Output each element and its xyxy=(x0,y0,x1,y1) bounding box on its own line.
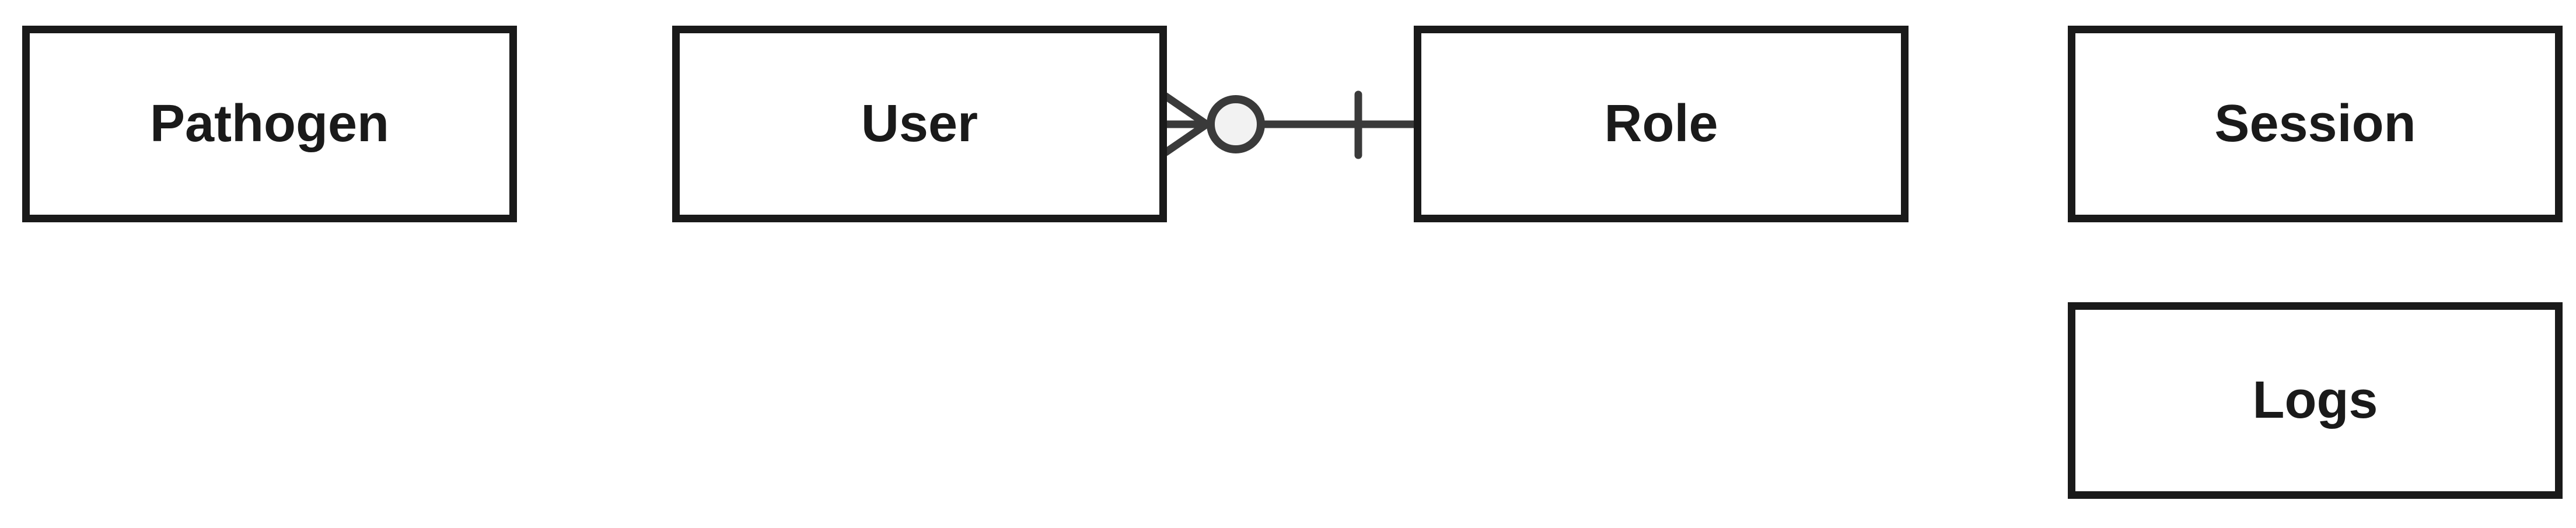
entity-logs-label: Logs xyxy=(2252,371,2378,429)
entity-logs: Logs xyxy=(2068,302,2563,499)
entity-session-label: Session xyxy=(2214,95,2416,153)
entity-pathogen-label: Pathogen xyxy=(149,95,389,153)
entity-role: Role xyxy=(1414,26,1909,222)
entity-role-label: Role xyxy=(1604,95,1718,153)
entity-user-label: User xyxy=(861,95,978,153)
entity-pathogen: Pathogen xyxy=(22,26,517,222)
entity-user: User xyxy=(672,26,1167,222)
entity-session: Session xyxy=(2068,26,2563,222)
crows-foot-icon xyxy=(1162,92,1211,156)
zero-or-many-circle-icon xyxy=(1207,95,1265,153)
